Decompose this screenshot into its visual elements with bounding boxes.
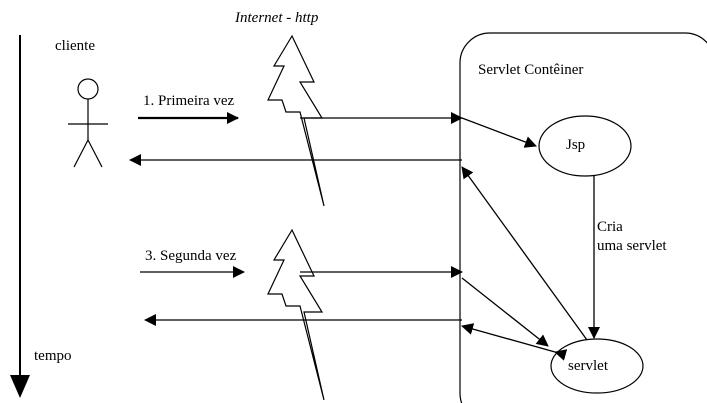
container-to-jsp-arrow — [461, 117, 537, 148]
second-time-label: 3. Segunda vez — [145, 248, 237, 264]
tempo-label: tempo — [34, 348, 72, 364]
servlet-to-container-arrow — [461, 166, 588, 341]
servlet-node — [550, 338, 644, 394]
jsp-label: Jsp — [566, 137, 586, 153]
jsp-node — [538, 115, 632, 177]
internet-lightning-bottom — [267, 228, 325, 401]
servlet-container-box — [459, 32, 707, 403]
servlet-label: servlet — [568, 358, 608, 374]
internet-label: Internet - http — [235, 10, 319, 26]
creates-servlet-label-line2: uma servlet — [597, 238, 667, 254]
container-to-servlet-arrow — [461, 277, 549, 347]
container-title: Servlet Contêiner — [478, 62, 584, 78]
creates-servlet-label-line1: Cria — [597, 219, 623, 235]
internet-lightning-top — [267, 34, 325, 207]
timeline-arrowhead — [10, 375, 30, 398]
client-figure — [68, 78, 108, 168]
cliente-label: cliente — [55, 38, 95, 54]
servlet-container-double-arrow — [461, 323, 568, 361]
first-time-label: 1. Primeira vez — [143, 93, 235, 109]
